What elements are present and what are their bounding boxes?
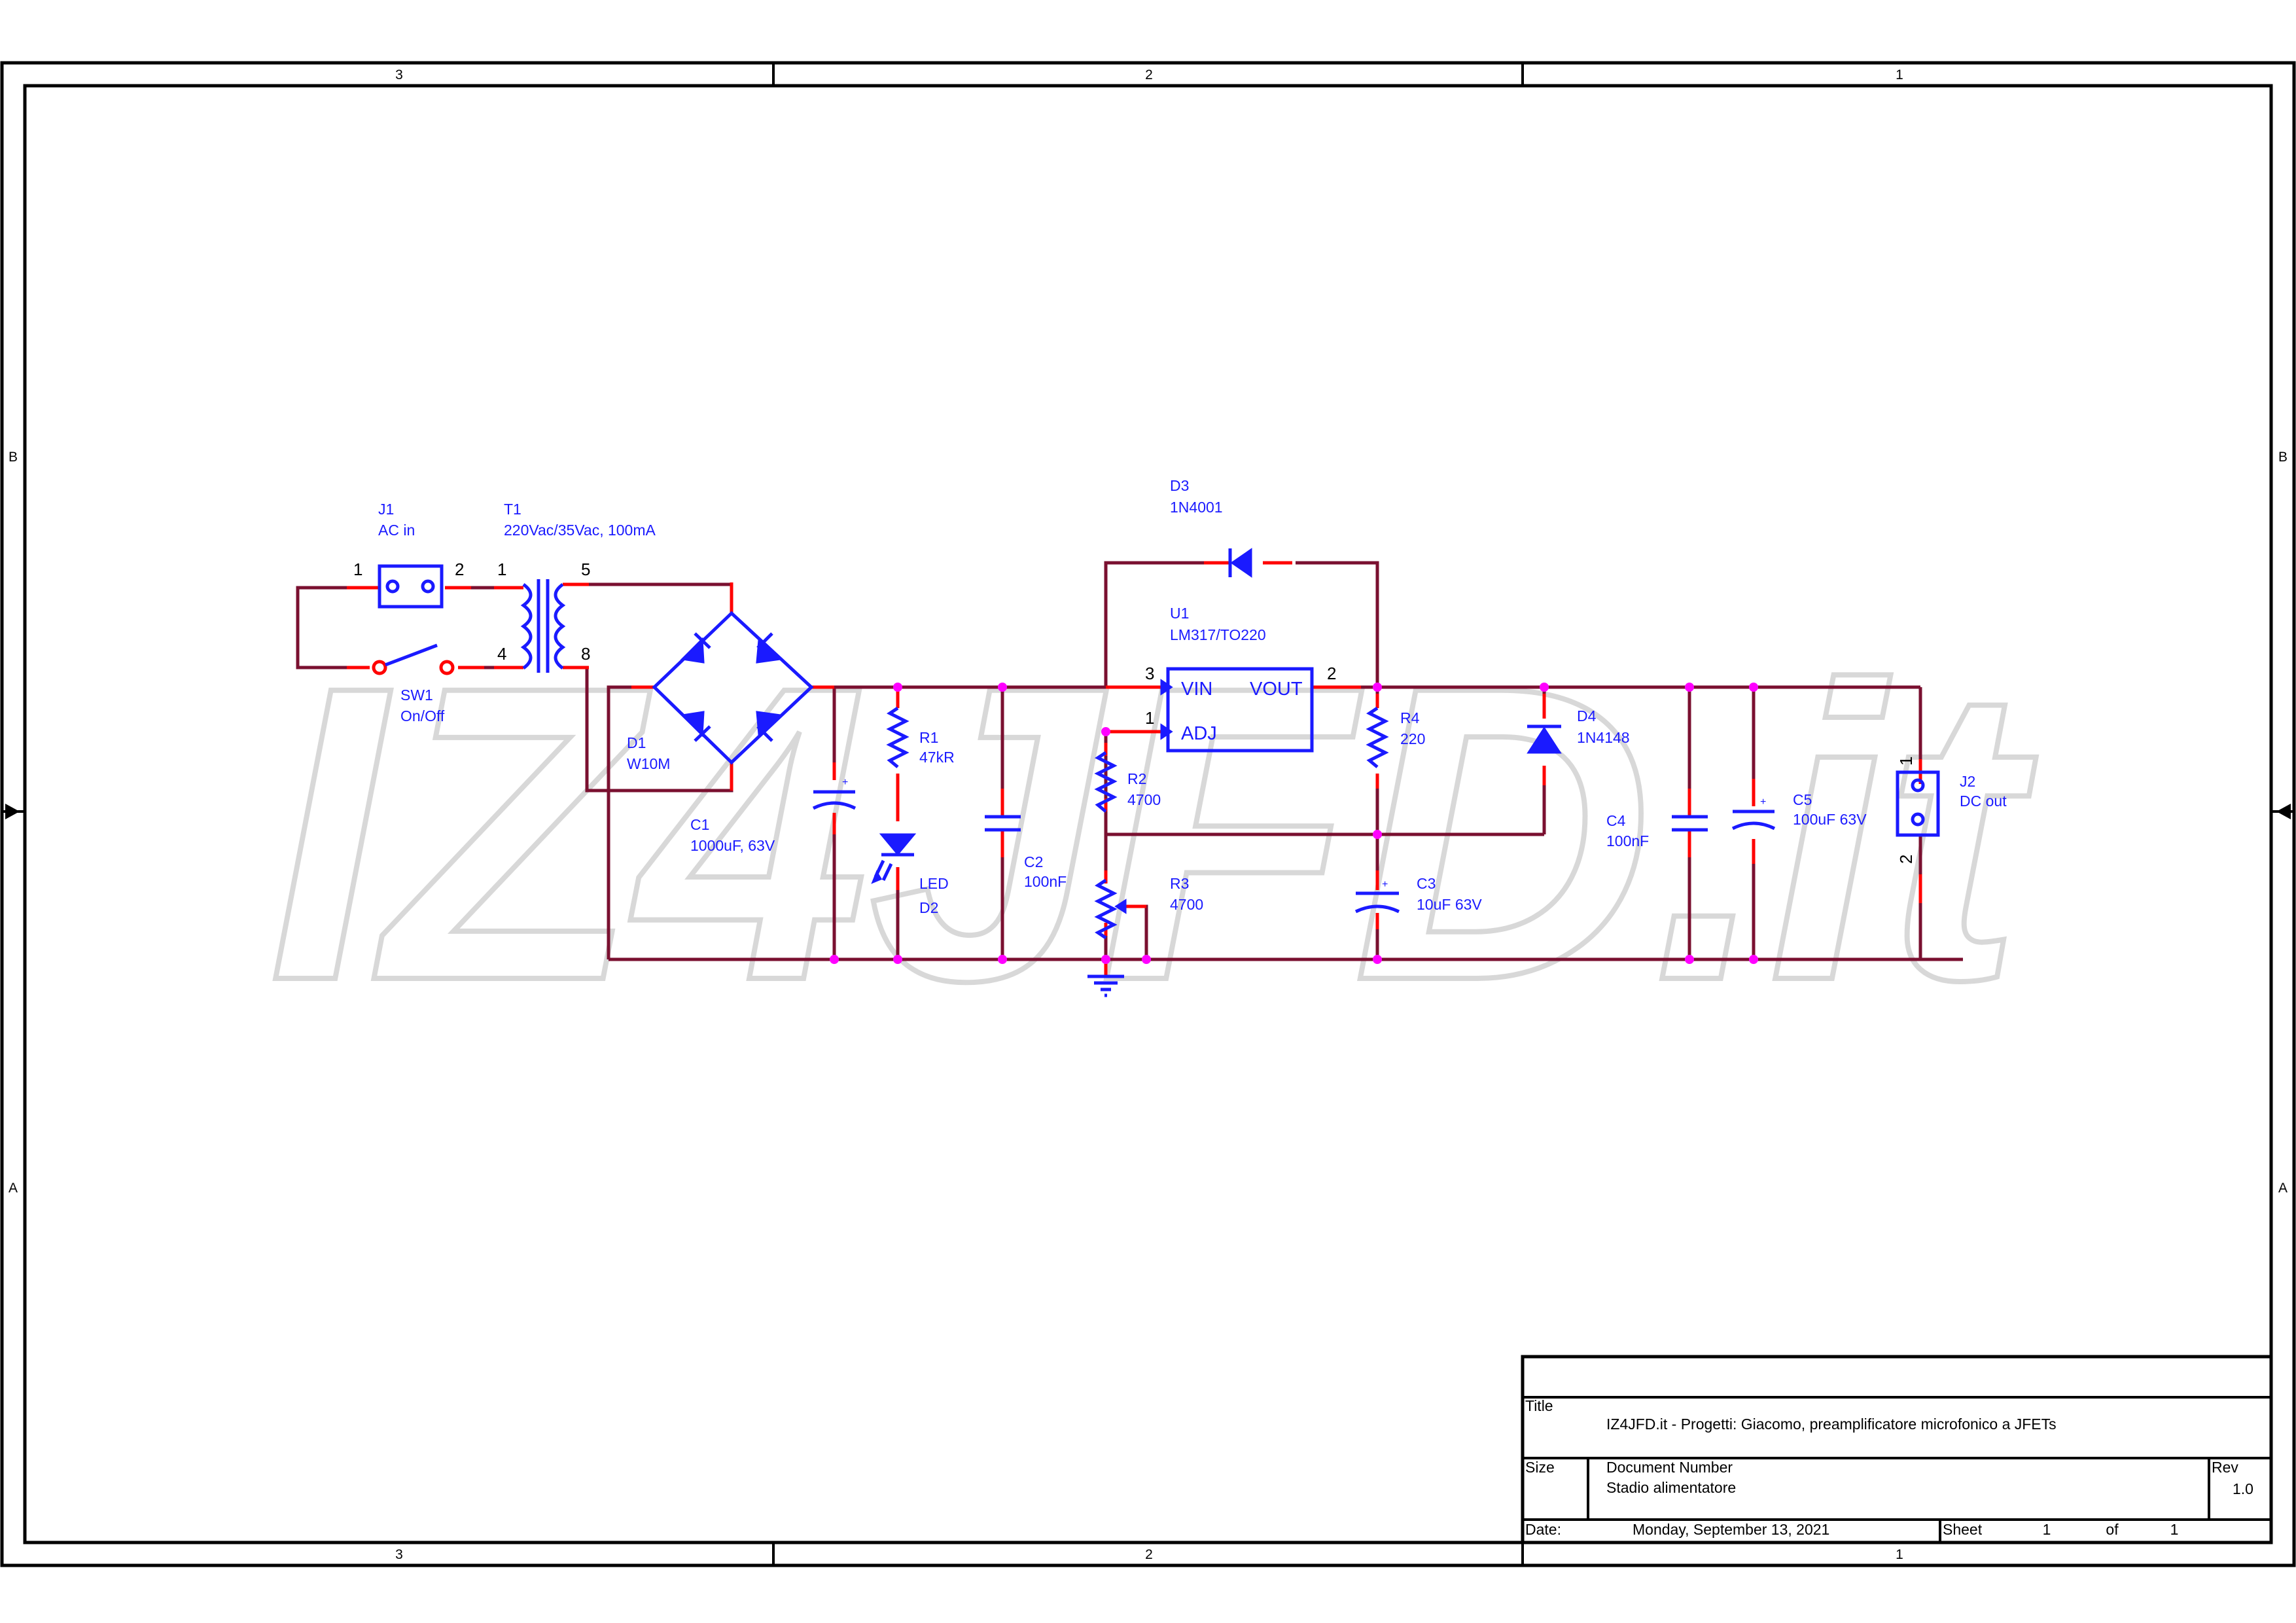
u1-ref: U1 <box>1170 605 1189 622</box>
r3-ref: R3 <box>1170 875 1189 892</box>
frame-column-label: 3 <box>395 67 403 82</box>
c2-ref: C2 <box>1024 853 1043 870</box>
title-block: Title IZ4JFD.it - Progetti: Giacomo, pre… <box>1521 1355 2273 1544</box>
j1-ref: J1 <box>378 501 394 518</box>
t1-pin-label: 1 <box>497 560 506 579</box>
r2-ref: R2 <box>1127 770 1146 787</box>
j2-dc-out-connector[interactable]: J2 DC out 1 2 <box>1896 757 2007 864</box>
c4-ref: C4 <box>1606 812 1626 829</box>
u1-vout-label: VOUT <box>1250 679 1303 700</box>
j2-value: DC out <box>1960 793 2007 810</box>
frame-row-label: B <box>2278 450 2287 465</box>
c1-ref: C1 <box>690 816 709 833</box>
u1-vin-label: VIN <box>1181 679 1212 700</box>
d2-led: LED D2 <box>871 833 949 916</box>
sheet-number: 1 <box>2043 1521 2051 1538</box>
r1-resistor: R1 47kR <box>886 706 955 768</box>
d2-value: LED <box>919 875 949 892</box>
t1-pin-label: 8 <box>581 644 590 664</box>
rev-value: 1.0 <box>2233 1480 2253 1497</box>
title-value: IZ4JFD.it - Progetti: Giacomo, preamplif… <box>1606 1416 2057 1433</box>
r3-trimmer-potentiometer[interactable]: R3 4700 <box>1094 875 1203 940</box>
t1-ref: T1 <box>504 501 521 518</box>
d4-ref: D4 <box>1577 707 1597 724</box>
document-number-label: Document Number <box>1606 1459 1733 1476</box>
c4-capacitor: C4 100nF <box>1606 812 1708 849</box>
frame-column-label: 3 <box>395 1547 403 1562</box>
d1-ref: D1 <box>627 734 646 751</box>
drawing-frame: 3 2 1 3 2 1 B B A A <box>0 61 2296 1567</box>
u1-value: LM317/TO220 <box>1170 626 1266 643</box>
u1-adj-label: ADJ <box>1181 723 1217 744</box>
d3-protection-diode: D3 1N4001 <box>1170 477 1252 578</box>
c5-ref: C5 <box>1793 791 1812 808</box>
frame-column-label: 2 <box>1145 1547 1153 1562</box>
d1-value: W10M <box>627 755 670 772</box>
r4-value: 220 <box>1400 730 1425 747</box>
d4-value: 1N4148 <box>1577 729 1630 746</box>
j1-value: AC in <box>378 522 415 539</box>
j1-pin-label: 1 <box>353 560 362 579</box>
frame-column-label: 1 <box>1896 1547 1903 1562</box>
title-label: Title <box>1525 1397 1553 1414</box>
r2-value: 4700 <box>1127 791 1161 808</box>
r3-value: 4700 <box>1170 896 1203 913</box>
j2-ref: J2 <box>1960 773 1975 790</box>
j2-pin-label: 2 <box>1896 855 1916 864</box>
r4-ref: R4 <box>1400 709 1420 726</box>
r1-value: 47kR <box>919 749 955 766</box>
frame-row-label: A <box>9 1181 18 1196</box>
sw1-value: On/Off <box>400 707 445 724</box>
c1-plus-sign: + <box>842 777 848 788</box>
c2-capacitor: C2 100nF <box>985 815 1067 890</box>
u1-pin-label: 3 <box>1145 664 1154 683</box>
t1-value: 220Vac/35Vac, 100mA <box>504 522 656 539</box>
c4-value: 100nF <box>1606 832 1649 849</box>
sw1-ref: SW1 <box>400 687 433 704</box>
sheet-label: Sheet <box>1943 1521 1983 1538</box>
d3-value: 1N4001 <box>1170 499 1223 516</box>
date-value: Monday, September 13, 2021 <box>1633 1521 1829 1538</box>
c2-value: 100nF <box>1024 873 1067 890</box>
junction-dots <box>830 683 1758 964</box>
t1-pin-label: 5 <box>581 560 590 579</box>
t1-pin-label: 4 <box>497 644 506 664</box>
d2-ref: D2 <box>919 899 938 916</box>
sheet-total: 1 <box>2170 1521 2179 1538</box>
u1-voltage-regulator: VIN VOUT ADJ U1 LM317/TO220 3 2 1 <box>1145 605 1336 753</box>
frame-row-label: A <box>2278 1181 2287 1196</box>
c5-electrolytic-capacitor: + C5 100uF 63V <box>1731 791 1867 830</box>
c5-plus-sign: + <box>1760 796 1766 808</box>
t1-transformer: T1 220Vac/35Vac, 100mA 1 5 4 8 <box>497 501 656 673</box>
frame-column-label: 1 <box>1896 67 1903 82</box>
date-label: Date: <box>1525 1521 1561 1538</box>
rev-label: Rev <box>2212 1459 2238 1476</box>
c1-electrolytic-capacitor: + C1 1000uF, 63V <box>690 777 857 854</box>
document-number-value: Stadio alimentatore <box>1606 1479 1736 1496</box>
j1-pin-label: 2 <box>455 560 464 579</box>
d3-ref: D3 <box>1170 477 1189 494</box>
d4-diode: D4 1N4148 <box>1527 707 1630 754</box>
c5-value: 100uF 63V <box>1793 811 1867 828</box>
sheet-of-label: of <box>2106 1521 2119 1538</box>
c3-ref: C3 <box>1417 875 1436 892</box>
d1-bridge-rectifier: D1 W10M <box>627 611 814 772</box>
u1-pin-label: 2 <box>1327 664 1336 683</box>
sw1-power-switch[interactable]: SW1 On/Off <box>372 643 455 724</box>
c1-value: 1000uF, 63V <box>690 837 775 854</box>
r4-resistor: R4 220 <box>1366 706 1425 768</box>
c3-electrolytic-capacitor: + C3 10uF 63V <box>1354 875 1482 914</box>
j2-pin-label: 1 <box>1896 757 1916 766</box>
c3-plus-sign: + <box>1382 879 1388 890</box>
r1-ref: R1 <box>919 729 938 746</box>
frame-row-label: B <box>9 450 18 465</box>
frame-column-label: 2 <box>1145 67 1153 82</box>
u1-pin-label: 1 <box>1145 708 1154 728</box>
r2-resistor: R2 4700 <box>1094 751 1161 813</box>
c3-value: 10uF 63V <box>1417 896 1482 913</box>
j1-ac-connector[interactable]: J1 AC in 1 2 <box>353 501 464 609</box>
size-label: Size <box>1525 1459 1555 1476</box>
